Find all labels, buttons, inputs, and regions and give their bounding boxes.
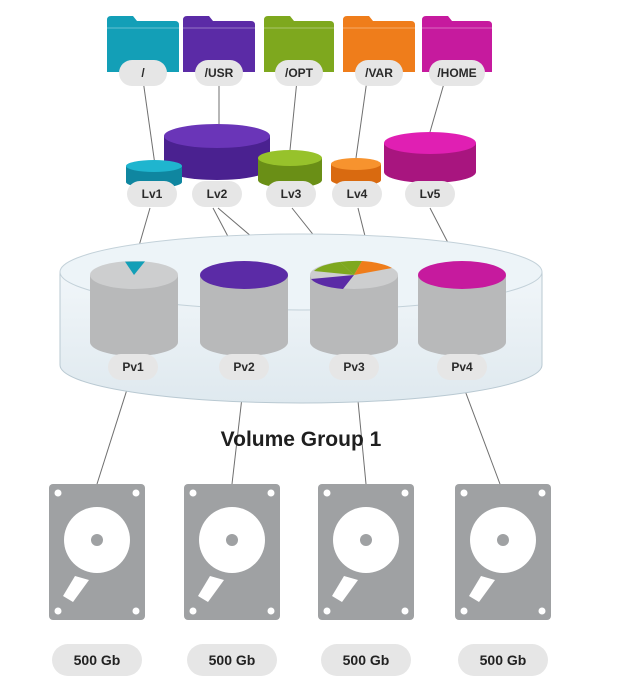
pv4-tag: Pv4	[437, 354, 487, 380]
pv-label: Pv3	[343, 360, 365, 374]
folder-label: /VAR	[365, 66, 393, 80]
pv-label: Pv1	[122, 360, 144, 374]
pv3-cylinder	[310, 260, 398, 356]
lv5-cylinder	[384, 132, 476, 183]
pv3-lv2-slice	[311, 275, 354, 289]
pv-label: Pv4	[451, 360, 473, 374]
pv3-tag: Pv3	[329, 354, 379, 380]
folder-var: /VAR	[343, 16, 415, 86]
disk-size-label: 500 Gb	[74, 652, 121, 668]
pv4-lv5-slice	[418, 261, 506, 289]
folder-icon	[343, 16, 415, 72]
lv-label: Lv5	[420, 187, 441, 201]
connector-home-lv5	[429, 79, 446, 133]
lv-label: Lv1	[142, 187, 163, 201]
disk-2-size: 500 Gb	[187, 644, 277, 676]
folder-usr: /USR	[183, 16, 255, 86]
pv4-cylinder	[418, 261, 506, 356]
lv2-tag: Lv2	[192, 181, 242, 207]
connector-root-lv1	[142, 79, 157, 173]
lv3-tag: Lv3	[266, 181, 316, 207]
lv-label: Lv4	[347, 187, 368, 201]
lv-label: Lv2	[207, 187, 228, 201]
folder-icon	[107, 16, 179, 72]
folder-opt: /OPT	[264, 16, 334, 86]
disk-size-label: 500 Gb	[343, 652, 390, 668]
lv-label: Lv3	[281, 187, 302, 201]
physical-volumes: Pv1 Pv2 Pv3 Pv4	[90, 260, 506, 380]
pv2-cylinder	[200, 261, 288, 356]
connector-lines	[96, 79, 501, 485]
lv1-tag: Lv1	[127, 181, 177, 207]
folder-label: /OPT	[285, 66, 314, 80]
pv2-tag: Pv2	[219, 354, 269, 380]
disk-size-label: 500 Gb	[480, 652, 527, 668]
disk-size-label: 500 Gb	[209, 652, 256, 668]
pv-label: Pv2	[233, 360, 255, 374]
disk-2	[184, 484, 280, 620]
connector-var-lv4	[355, 79, 368, 159]
lv3-cylinder	[258, 150, 322, 188]
volume-group-title: Volume Group 1	[221, 428, 382, 451]
folder-icon	[264, 16, 334, 72]
lv5-tag: Lv5	[405, 181, 455, 207]
pv3-lv3-slice-b	[340, 260, 362, 275]
logical-volumes: Lv1 Lv2 Lv3 Lv4 Lv5	[126, 124, 476, 207]
disk-3-size: 500 Gb	[321, 644, 411, 676]
lv4-cylinder	[331, 158, 381, 186]
hard-disks: 500 Gb 500 Gb 500 Gb 500 Gb	[49, 484, 551, 676]
disk-1	[49, 484, 145, 620]
pv1-lv1-slice	[125, 261, 145, 275]
folder-label: /	[141, 66, 145, 80]
lv4-tag: Lv4	[332, 181, 382, 207]
pv2-lv2-slice	[200, 261, 288, 289]
folder-icon	[183, 16, 255, 72]
disk-1-size: 500 Gb	[52, 644, 142, 676]
pv3-lv3-slice	[314, 262, 354, 275]
folder-home: /HOME	[422, 16, 492, 86]
disk-4	[455, 484, 551, 620]
folder-label: /USR	[205, 66, 234, 80]
connector-pv1-disk1	[96, 379, 131, 485]
connector-pv4-disk4	[460, 379, 501, 485]
folder-root: /	[107, 16, 179, 86]
lv2-cylinder	[164, 124, 270, 180]
mount-folders: / /USR /OPT /VAR /HOME	[107, 16, 492, 86]
folder-icon	[422, 16, 492, 72]
pv1-cylinder	[90, 261, 178, 356]
disk-3	[318, 484, 414, 620]
disk-4-size: 500 Gb	[458, 644, 548, 676]
folder-label: /HOME	[437, 66, 476, 80]
pv1-tag: Pv1	[108, 354, 158, 380]
connector-opt-lv3	[289, 79, 298, 151]
pv3-lv4-slice	[354, 261, 392, 275]
